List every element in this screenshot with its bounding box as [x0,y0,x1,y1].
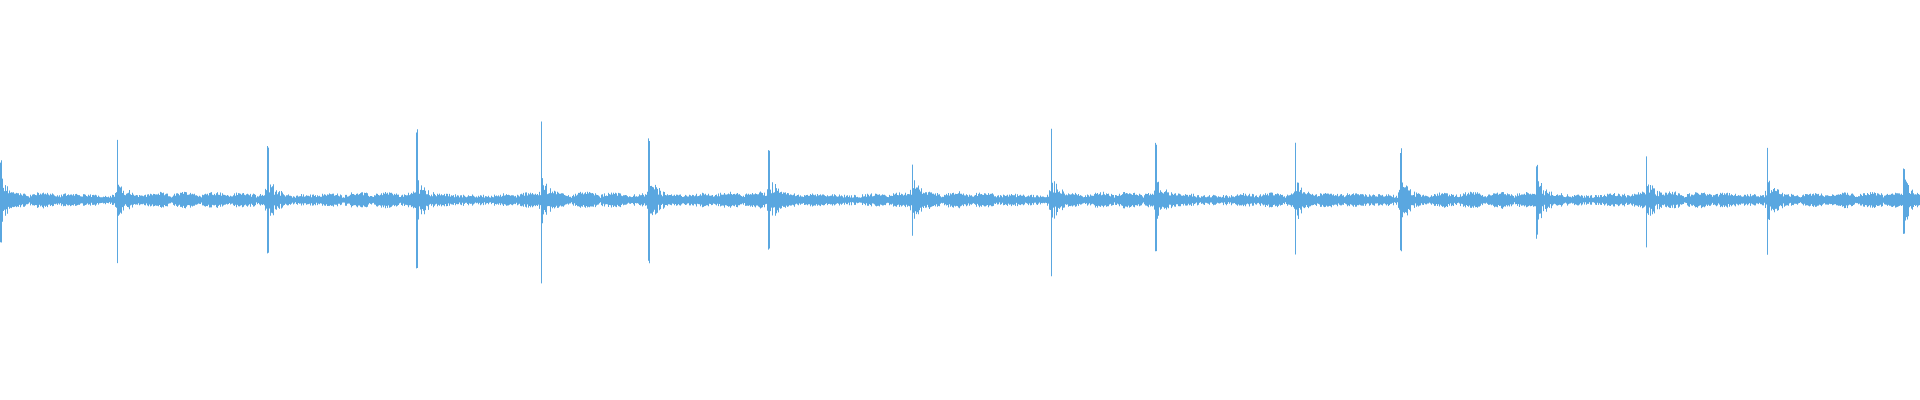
waveform-trace [0,121,1920,284]
